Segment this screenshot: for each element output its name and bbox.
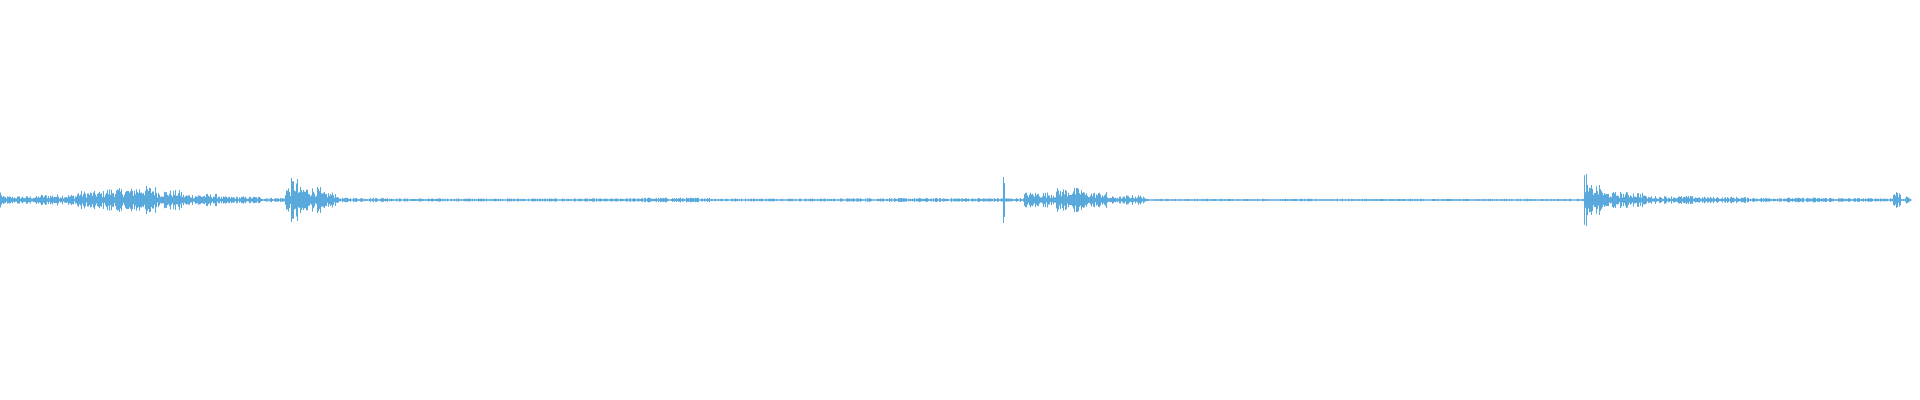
waveform-bars bbox=[0, 174, 1908, 226]
end-marker bbox=[1906, 196, 1912, 204]
